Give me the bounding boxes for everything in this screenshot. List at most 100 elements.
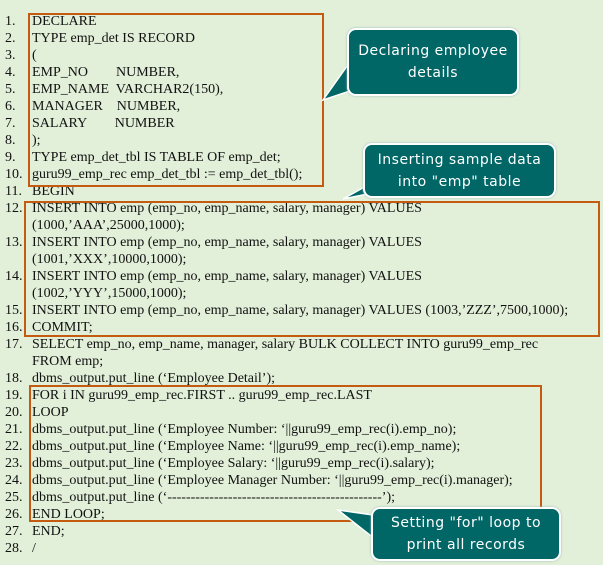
code-text: TYPE emp_det IS RECORD	[32, 31, 195, 46]
code-line: 18. dbms_output.put_line (‘Employee Detai…	[0, 370, 603, 387]
code-line: 10. guru99_emp_rec emp_det_tbl := emp_det…	[0, 166, 603, 183]
code-line: 11.BEGIN	[0, 183, 603, 200]
callout-text: details	[407, 65, 459, 81]
line-number: 8.	[5, 133, 16, 148]
code-line-continuation: (1001,’XXX’,10000,1000);	[0, 251, 603, 268]
line-number: 22.	[5, 439, 23, 454]
line-number: 13.	[5, 235, 23, 250]
code-line: 7. SALARY NUMBER	[0, 115, 603, 132]
code-line: 26. END LOOP;	[0, 506, 603, 523]
line-number: 5.	[5, 82, 16, 97]
code-text: DECLARE	[32, 14, 97, 29]
code-text: guru99_emp_rec emp_det_tbl := emp_det_tb…	[32, 167, 303, 182]
line-number: 7.	[5, 116, 16, 131]
code-line: 13. INSERT INTO emp (emp_no, emp_name, sa…	[0, 234, 603, 251]
line-number: 3.	[5, 48, 16, 63]
code-text: dbms_output.put_line (‘Employee Number: …	[32, 422, 457, 437]
line-number: 12.	[5, 201, 23, 216]
code-line: 2. TYPE emp_det IS RECORD	[0, 30, 603, 47]
code-text: BEGIN	[32, 184, 75, 199]
code-text: EMP_NAME VARCHAR2(150),	[32, 82, 224, 97]
code-line-continuation: FROM emp;	[0, 353, 603, 370]
code-text: EMP_NO NUMBER,	[32, 65, 180, 80]
code-text: dbms_output.put_line (‘Employee Manager …	[32, 473, 513, 488]
code-line: 9. TYPE emp_det_tbl IS TABLE OF emp_det;	[0, 149, 603, 166]
code-line-continuation: (1000,’AAA’,25000,1000);	[0, 217, 603, 234]
code-text: (	[32, 48, 37, 63]
code-line-continuation: (1002,’YYY’,15000,1000);	[0, 285, 603, 302]
code-line: 28. /	[0, 540, 603, 557]
declare-section-highlight	[28, 13, 324, 187]
code-line: 27. END;	[0, 523, 603, 540]
callout-text: Declaring employee	[358, 43, 508, 59]
code-text: END;	[32, 524, 65, 539]
code-line: 20. LOOP	[0, 404, 603, 421]
code-line: 8.);	[0, 132, 603, 149]
callout-setting-for-loop: Setting "for" loop to print all records	[371, 507, 561, 561]
callout-text: into "emp" table	[397, 173, 522, 190]
code-line: 5. EMP_NAME VARCHAR2(150),	[0, 81, 603, 98]
code-text: dbms_output.put_line (‘Employee Salary: …	[32, 456, 435, 471]
code-text: INSERT INTO emp (emp_no, emp_name, salar…	[32, 303, 569, 318]
code-text: SALARY NUMBER	[32, 116, 175, 131]
code-text: INSERT INTO emp (emp_no, emp_name, salar…	[32, 269, 422, 284]
code-text: LOOP	[32, 405, 69, 420]
code-line: 25. dbms_output.put_line (‘--------------…	[0, 489, 603, 506]
code-line: 23. dbms_output.put_line (‘Employee Salar…	[0, 455, 603, 472]
line-number: 16.	[5, 320, 23, 335]
line-number: 27.	[5, 524, 23, 539]
code-line: 3. (	[0, 47, 603, 64]
code-text: MANAGER NUMBER,	[32, 99, 181, 114]
callout-text: Inserting sample data	[377, 151, 542, 168]
loop-section-highlight	[29, 385, 542, 522]
code-text: );	[32, 133, 41, 148]
code-line: 17. SELECT emp_no, emp_name, manager, sal…	[0, 336, 603, 353]
callout-text: print all records	[406, 537, 526, 553]
line-number: 15.	[5, 303, 23, 318]
line-number: 9.	[5, 150, 16, 165]
code-text: dbms_output.put_line (‘Employee Name: ‘|…	[32, 439, 461, 454]
code-text: (1001,’XXX’,10000,1000);	[32, 252, 187, 267]
line-number: 25.	[5, 490, 23, 505]
code-line: 14.INSERT INTO emp (emp_no, emp_name, sa…	[0, 268, 603, 285]
code-text: INSERT INTO emp (emp_no, emp_name, salar…	[32, 235, 422, 250]
code-line: 16. COMMIT;	[0, 319, 603, 336]
code-text: SELECT emp_no, emp_name, manager, salary…	[32, 337, 539, 352]
code-text: dbms_output.put_line (‘-----------------…	[32, 490, 395, 505]
line-number: 26.	[5, 507, 23, 522]
line-number: 18.	[5, 371, 23, 386]
line-number: 21.	[5, 422, 23, 437]
callout-inserting-sample-data: Inserting sample data into "emp" table	[363, 143, 556, 198]
code-line: 22. dbms_output.put_line (‘Employee Name:…	[0, 438, 603, 455]
line-number: 17.	[5, 337, 23, 352]
code-text: dbms_output.put_line (‘Employee Detail’)…	[32, 371, 276, 386]
code-line: 4. EMP_NO NUMBER,	[0, 64, 603, 81]
line-number: 6.	[5, 99, 16, 114]
line-number: 24.	[5, 473, 23, 488]
line-number: 20.	[5, 405, 23, 420]
line-number: 10.	[5, 167, 23, 182]
code-line: 24. dbms_output.put_line (‘Employee Manag…	[0, 472, 603, 489]
code-text: COMMIT;	[32, 320, 93, 335]
code-line: 1.DECLARE	[0, 13, 603, 30]
code-line: 15. INSERT INTO emp (emp_no, emp_name, sa…	[0, 302, 603, 319]
code-text: TYPE emp_det_tbl IS TABLE OF emp_det;	[32, 150, 281, 165]
code-text: END LOOP;	[32, 507, 105, 522]
line-number: 28.	[5, 541, 23, 556]
callout-text: Setting "for" loop to	[390, 515, 542, 531]
line-number: 23.	[5, 456, 23, 471]
code-text: FOR i IN guru99_emp_rec.FIRST .. guru99_…	[32, 388, 372, 403]
code-line: 19.FOR i IN guru99_emp_rec.FIRST .. guru…	[0, 387, 603, 404]
line-number: 4.	[5, 65, 16, 80]
code-text: INSERT INTO emp (emp_no, emp_name, salar…	[32, 201, 422, 216]
line-number: 2.	[5, 31, 16, 46]
code-line: 12. INSERT INTO emp (emp_no, emp_name, sa…	[0, 200, 603, 217]
code-text: (1000,’AAA’,25000,1000);	[32, 218, 185, 233]
insert-section-highlight	[24, 201, 600, 337]
code-line: 21. dbms_output.put_line (‘Employee Numbe…	[0, 421, 603, 438]
callout-declaring-employee-details: Declaring employee details	[347, 28, 519, 96]
code-line: 6. MANAGER NUMBER,	[0, 98, 603, 115]
code-text: (1002,’YYY’,15000,1000);	[32, 286, 187, 301]
code-text: /	[32, 541, 36, 556]
